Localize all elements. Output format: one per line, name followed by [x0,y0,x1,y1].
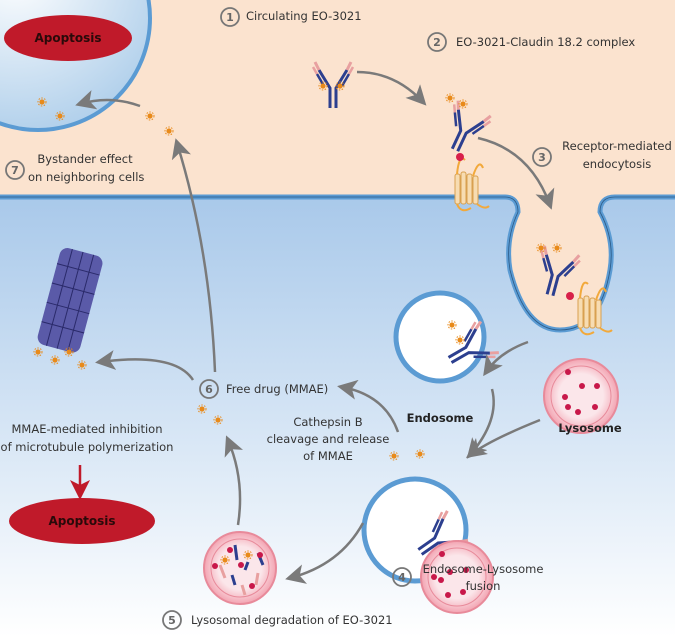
step-3-badge [532,147,552,167]
apoptosis-label-top: Apoptosis [34,31,101,45]
arrow-1-2 [356,70,427,106]
mmae-inhibition-label: of microtubule polymerization [1,440,174,454]
svg-text:1: 1 [226,11,234,24]
apoptosis-label-bottom: Apoptosis [48,514,115,528]
step-6-badge [199,379,219,399]
lysosome [543,358,619,434]
arrow-2-3 [477,136,555,210]
cathepsin-label: cleavage and release [267,432,390,446]
step-7-label: on neighboring cells [28,170,144,184]
fused-lysosome [420,540,494,614]
endosome-label: Endosome [407,411,474,425]
step-2-badge [427,32,447,52]
step-2-label: EO-3021-Claudin 18.2 complex [456,35,635,49]
apoptosis-badge-bottom [9,498,155,544]
svg-text:3: 3 [538,151,546,164]
arrow-fusion-degradation [285,522,365,584]
step-4-label: fusion [466,579,501,593]
degradation-lysosome [203,531,277,605]
svg-text:4: 4 [398,571,406,584]
arrow-degradation-free-drug [224,435,244,526]
svg-text:5: 5 [168,614,176,627]
cathepsin-label: of MMAE [303,449,353,463]
svg-text:2: 2 [433,36,441,49]
arrow-release-free-drug [337,379,400,433]
arrow-lysosome-fusion [465,418,541,458]
svg-text:6: 6 [205,383,213,396]
lysosome-label: Lysosome [558,421,622,435]
svg-text:7: 7 [11,164,19,177]
endosome [393,290,487,384]
apoptosis-badge-top [4,15,132,61]
cathepsin-label: Cathepsin B [293,415,362,429]
microtubule-icon [37,248,103,353]
step-3-label: Receptor-mediated [562,139,672,153]
step-7-label: Bystander effect [37,152,133,166]
step-1-label: Circulating EO-3021 [246,9,362,23]
arrow-bystander-cell [75,90,141,110]
step-4-badge [392,567,412,587]
step-5-label: Lysosomal degradation of EO-3021 [191,613,393,627]
arrow-free-drug-microtubule [95,350,195,381]
mmae-inhibition-label: MMAE-mediated inhibition [12,422,163,436]
step-6-label: Free drug (MMAE) [226,382,328,396]
step-7-badge [5,160,25,180]
step-4-label: Endosome-Lysosome [423,562,544,576]
step-5-badge [162,610,182,630]
arrow-free-drug-bystander [171,138,217,373]
arrow-3-endosome [483,340,529,377]
step-3-label: endocytosis [583,157,652,171]
step-1-badge [220,7,240,27]
